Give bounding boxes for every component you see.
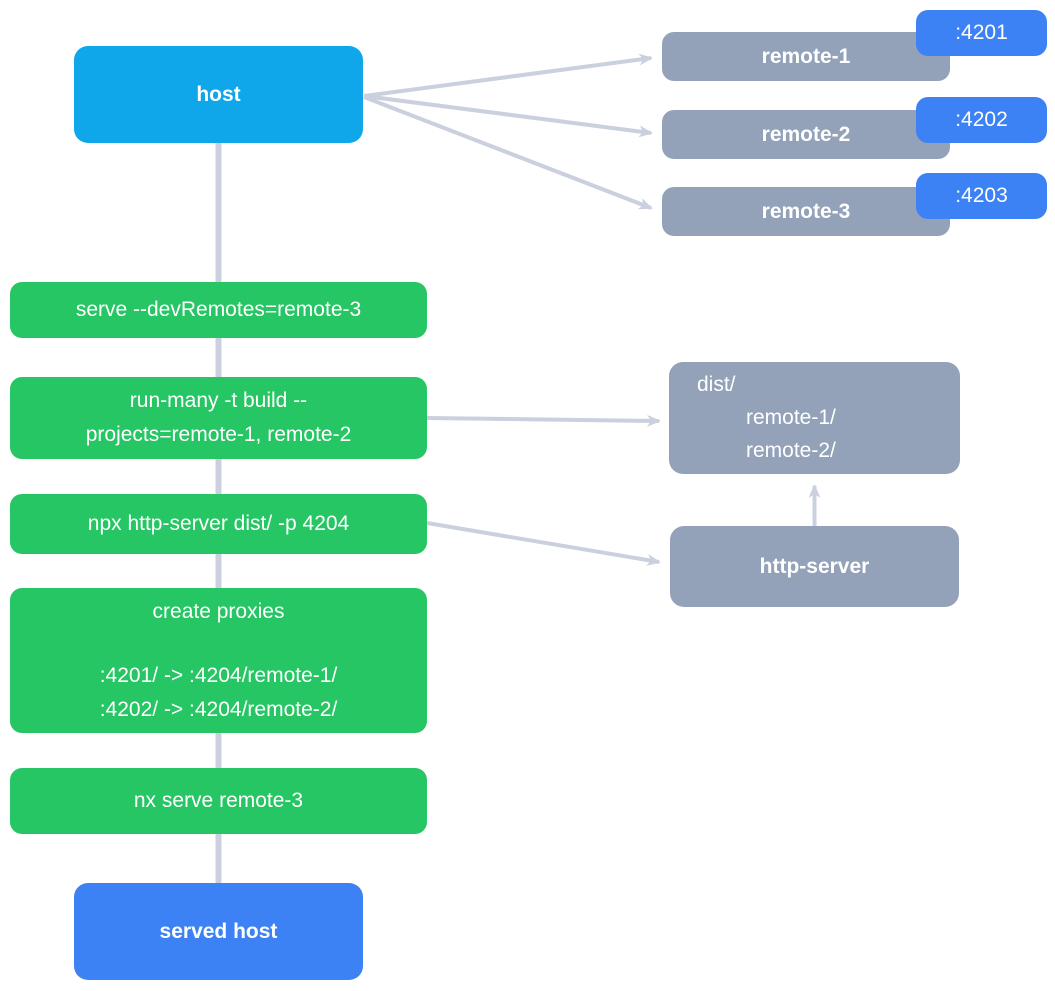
node-remote-1: remote-1 — [662, 32, 950, 81]
arrow-host-to-remote-2 — [363, 94, 653, 138]
port-badge-4203: :4203 — [916, 173, 1047, 219]
node-served-host: served host — [74, 883, 363, 980]
create-proxies-title: create proxies — [152, 599, 285, 623]
node-remote-3: remote-3 — [662, 187, 950, 236]
proxy-rule-4202: :4202/ -> :4204/remote-2/ — [99, 697, 338, 721]
remote-2-label: remote-2 — [761, 122, 851, 146]
dist-child-remote-2: remote-2/ — [746, 439, 836, 462]
step-nx-serve-remote-3: nx serve remote-3 — [10, 768, 427, 834]
arrow-build-to-dist — [426, 414, 661, 427]
remote-1-label: remote-1 — [761, 44, 851, 68]
host-label: host — [196, 82, 241, 106]
node-http-server: http-server — [670, 526, 959, 607]
proxy-rule-4201: :4201/ -> :4204/remote-1/ — [99, 663, 338, 687]
port-4203-label: :4203 — [955, 184, 1008, 207]
node-remote-2: remote-2 — [662, 110, 950, 159]
arrow-npx-to-http-server — [426, 521, 661, 566]
step-run-many-build-line-1: run-many -t build -- — [129, 389, 308, 412]
port-4201-label: :4201 — [955, 21, 1008, 44]
node-dist-folder: dist/ remote-1/ remote-2/ — [669, 362, 960, 474]
step-serve-devremotes-text: serve --devRemotes=remote-3 — [75, 298, 362, 321]
step-serve-devremotes: serve --devRemotes=remote-3 — [10, 282, 427, 338]
node-host: host — [74, 46, 363, 143]
step-run-many-build: run-many -t build -- projects=remote-1, … — [10, 377, 427, 459]
dist-root-label: dist/ — [697, 373, 736, 396]
dist-child-remote-1: remote-1/ — [746, 406, 836, 429]
port-badge-4202: :4202 — [916, 97, 1047, 143]
port-badge-4201: :4201 — [916, 10, 1047, 56]
step-nx-serve-remote-3-text: nx serve remote-3 — [133, 789, 304, 812]
served-host-label: served host — [159, 919, 278, 943]
remote-3-label: remote-3 — [761, 199, 851, 223]
http-server-label: http-server — [759, 554, 870, 578]
port-4202-label: :4202 — [955, 108, 1008, 131]
arrow-host-to-remote-1 — [363, 53, 653, 98]
step-run-many-build-line-2: projects=remote-1, remote-2 — [85, 423, 352, 446]
step-create-proxies: create proxies :4201/ -> :4204/remote-1/… — [10, 588, 427, 733]
step-npx-http-server-text: npx http-server dist/ -p 4204 — [87, 512, 350, 535]
arrow-host-to-remote-3 — [363, 95, 653, 210]
step-npx-http-server: npx http-server dist/ -p 4204 — [10, 494, 427, 554]
